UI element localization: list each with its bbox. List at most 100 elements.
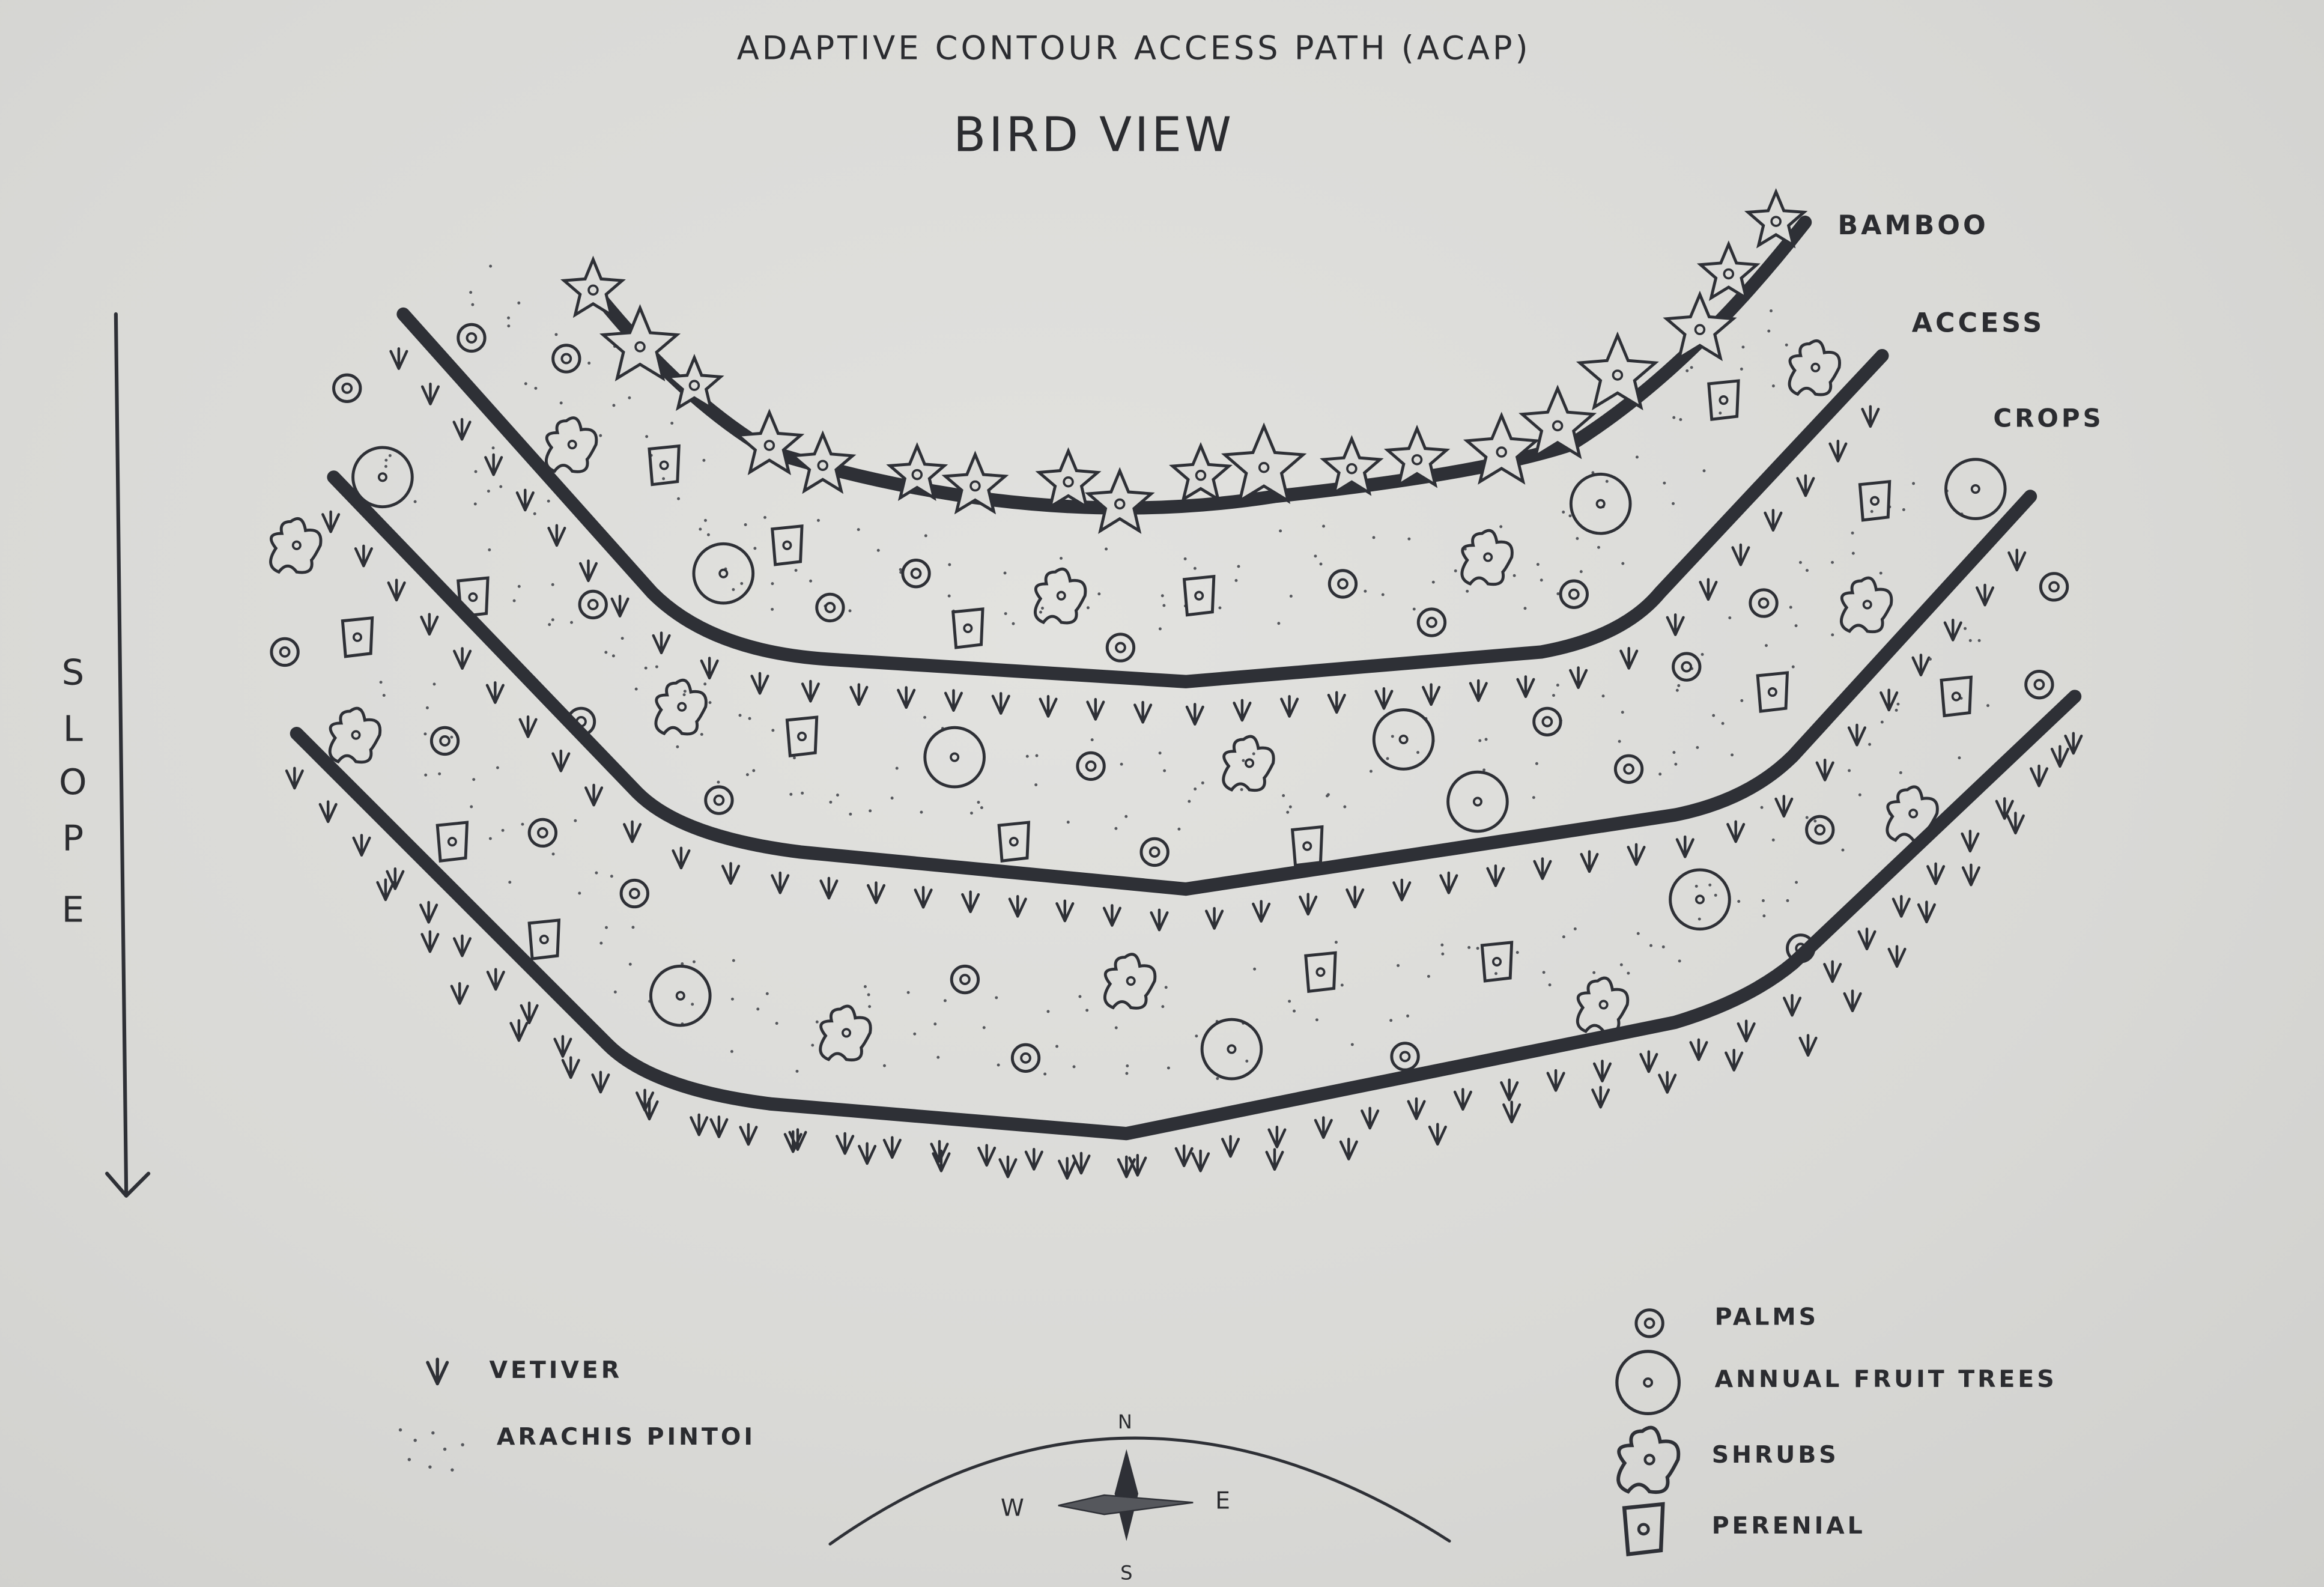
perennial-center xyxy=(1719,395,1729,405)
arachis-dot xyxy=(1322,524,1325,528)
arachis-dot xyxy=(1242,759,1245,762)
palm-icon xyxy=(1105,633,1136,663)
vetiver-stroke xyxy=(1102,904,1121,927)
vetiver-stroke xyxy=(450,982,469,1005)
arachis-dot xyxy=(1482,768,1486,772)
vetiver-stroke xyxy=(1639,1050,1658,1073)
vetiver-icon xyxy=(420,383,440,405)
vetiver-icon xyxy=(1639,1050,1658,1073)
perennial-outline xyxy=(951,607,985,649)
vetiver-stroke xyxy=(1453,1088,1472,1111)
shrub-center xyxy=(1643,1454,1655,1466)
palm-ring xyxy=(1786,933,1816,963)
arachis-dot xyxy=(1831,560,1834,564)
bamboo-star xyxy=(1169,442,1233,503)
vetiver-icon xyxy=(1086,697,1105,721)
tree-ring xyxy=(692,542,755,605)
arachis-dot xyxy=(895,766,899,770)
vetiver-stroke xyxy=(1828,440,1848,463)
arachis-dot xyxy=(1672,751,1676,754)
vetiver-stroke xyxy=(783,1130,802,1153)
arachis-dot xyxy=(1319,562,1323,566)
vetiver-icon xyxy=(961,890,980,914)
bamboo-center xyxy=(634,341,646,353)
arachis-dot xyxy=(1334,941,1338,944)
vetiver-icon xyxy=(426,1358,449,1386)
vetiver-stroke xyxy=(1428,1123,1447,1146)
vetiver-stroke xyxy=(452,417,472,441)
arachis-dot xyxy=(662,477,666,481)
bamboo-star xyxy=(1744,188,1808,249)
arachis-dot xyxy=(1240,787,1243,791)
arachis-dot xyxy=(443,1447,447,1451)
arachis-dot xyxy=(407,1458,411,1461)
vetiver-stroke xyxy=(1546,1069,1565,1092)
arachis-dot xyxy=(765,992,769,995)
bamboo-center xyxy=(1612,369,1624,381)
vetiver-icon xyxy=(1392,878,1412,902)
fruit-tree-icon xyxy=(1200,1018,1263,1081)
palm-ring xyxy=(901,559,931,589)
vetiver-icon xyxy=(1774,795,1794,818)
arachis-dot xyxy=(1046,1010,1050,1013)
arachis-dot xyxy=(507,324,511,328)
vetiver-stroke xyxy=(352,834,371,857)
vetiver-stroke xyxy=(1666,613,1685,636)
vetiver-icon xyxy=(318,800,338,824)
perennial-center xyxy=(1009,837,1019,847)
arachis-dot xyxy=(1690,366,1693,369)
vetiver-stroke xyxy=(453,647,472,670)
arachis-dot xyxy=(693,960,696,963)
arachis-dot xyxy=(551,852,555,856)
fruit-tree-icon xyxy=(1569,472,1632,535)
vetiver-icon xyxy=(1117,1155,1136,1179)
arachis-dot xyxy=(706,533,710,536)
access-path-1 xyxy=(396,307,1889,688)
arachis-dot xyxy=(534,386,538,390)
vetiver-icon xyxy=(2029,764,2049,787)
arachis-dot xyxy=(1592,971,1596,974)
arachis-dot xyxy=(1406,1014,1410,1018)
arachis-dot xyxy=(489,264,493,268)
vetiver-stroke xyxy=(584,783,604,807)
palm-center xyxy=(439,735,451,747)
tree-center xyxy=(950,752,960,762)
arachis-dot xyxy=(604,651,608,654)
vetiver-icon xyxy=(783,1130,802,1153)
vetiver-stroke xyxy=(2050,745,2069,768)
bamboo-center xyxy=(1496,446,1508,458)
palm-center xyxy=(2033,679,2045,691)
palm-center xyxy=(1541,715,1553,727)
shrub-center xyxy=(1056,590,1066,601)
arachis-dot xyxy=(1536,563,1540,566)
arachis-dot xyxy=(507,316,511,320)
vetiver-icon xyxy=(882,1136,902,1159)
vetiver-icon xyxy=(672,846,691,870)
shrub-outline xyxy=(654,678,708,736)
bamboo-center xyxy=(688,380,700,391)
perennial-outline xyxy=(1940,675,1973,718)
arachis-dot xyxy=(488,548,491,551)
palm-center xyxy=(1020,1052,1031,1064)
shrub-icon xyxy=(1886,785,1939,842)
arachis-dot xyxy=(1161,1005,1165,1009)
arachis-dot xyxy=(1364,589,1367,593)
vetiver-stroke xyxy=(1689,1038,1708,1061)
vetiver-stroke xyxy=(1823,960,1842,983)
arachis-dot xyxy=(1025,754,1029,758)
palm-ring xyxy=(2024,670,2054,700)
arachis-dot xyxy=(1675,688,1679,692)
vetiver-stroke xyxy=(389,347,408,370)
vetiver-stroke xyxy=(1917,900,1936,924)
palm-ring xyxy=(1532,706,1562,737)
arachis-dot xyxy=(1499,525,1503,529)
perennial-icon xyxy=(771,524,804,566)
arachis-dot xyxy=(906,991,910,994)
arachis-dot xyxy=(829,800,833,804)
palm-center xyxy=(1758,597,1770,609)
arachis-dot xyxy=(982,1026,986,1030)
palm-ring xyxy=(457,323,487,353)
vetiver-stroke xyxy=(1299,893,1318,916)
vetiver-stroke xyxy=(1469,679,1488,702)
